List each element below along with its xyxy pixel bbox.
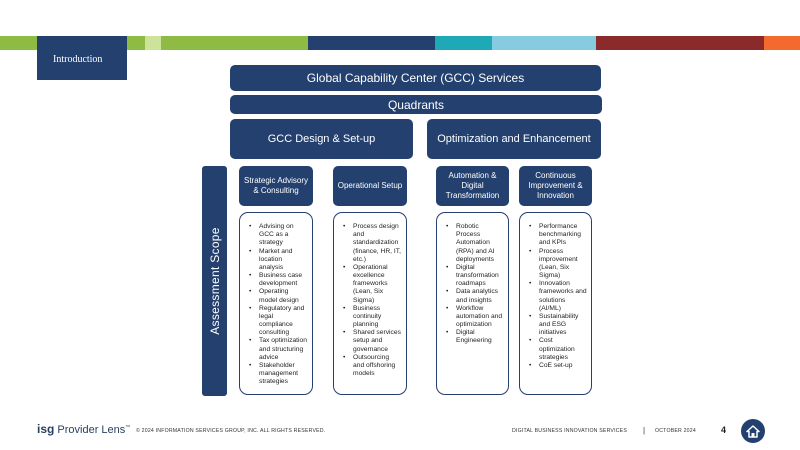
page-number: 4 — [721, 425, 727, 435]
bullet-item: Robotic Process Automation (RPA) and AI … — [446, 223, 504, 264]
footer-separator: | — [643, 426, 646, 435]
bullet-item: Shared services setup and governance — [343, 329, 402, 354]
quadrant-detail-strategic: Advising on GCC as a strategyMarket and … — [239, 212, 313, 395]
bullet-item: Operational excellence frameworks (Lean,… — [343, 264, 402, 305]
group-optimization: Optimization and Enhancement — [427, 119, 601, 159]
assessment-scope-bar: Assessment Scope — [202, 166, 227, 396]
bullet-item: Process design and standardization (fina… — [343, 223, 402, 264]
assessment-scope-label: Assessment Scope — [207, 227, 222, 335]
bullet-item: Workflow automation and optimization — [446, 305, 504, 330]
home-icon — [746, 424, 760, 438]
color-stripe — [0, 36, 800, 50]
group-design-setup: GCC Design & Set-up — [230, 119, 413, 159]
bullet-item: CoE set-up — [529, 362, 587, 370]
isg-logo: isg Provider Lens™ — [37, 422, 131, 436]
quadrant-header-strategic: Strategic Advisory & Consulting — [239, 166, 313, 206]
bullet-item: Innovation frameworks and solutions (AI/… — [529, 280, 587, 313]
quadrant-header-operational: Operational Setup — [333, 166, 407, 206]
bullet-item: Digital Engineering — [446, 329, 504, 345]
bullet-item: Market and location analysis — [249, 248, 308, 273]
footer-date: OCTOBER 2024 — [655, 428, 696, 434]
bullet-item: Advising on GCC as a strategy — [249, 223, 308, 248]
quadrant-header-automation: Automation & Digital Transformation — [436, 166, 509, 206]
quadrants-bar: Quadrants — [230, 95, 602, 114]
bullet-item: Process improvement (Lean, Six Sigma) — [529, 248, 587, 281]
quadrant-detail-operational: Process design and standardization (fina… — [333, 212, 407, 395]
bullet-item: Outsourcing and offshoring models — [343, 354, 402, 379]
footer-series: DIGITAL BUSINESS INNOVATION SERVICES — [512, 428, 628, 434]
diagram-title: Global Capability Center (GCC) Services — [230, 65, 601, 91]
quadrant-detail-automation: Robotic Process Automation (RPA) and AI … — [436, 212, 509, 395]
footer-copyright: © 2024 INFORMATION SERVICES GROUP, INC. … — [136, 428, 326, 434]
bullet-item: Business case development — [249, 272, 308, 288]
bullet-item: Performance benchmarking and KPIs — [529, 223, 587, 248]
bullet-item: Cost optimization strategies — [529, 337, 587, 362]
bullet-item: Tax optimization and structuring advice — [249, 337, 308, 362]
bullet-item: Digital transformation roadmaps — [446, 264, 504, 289]
bullet-item: Operating model design — [249, 288, 308, 304]
bullet-item: Sustainability and ESG initiatives — [529, 313, 587, 338]
quadrant-detail-improvement: Performance benchmarking and KPIsProcess… — [519, 212, 592, 395]
home-button[interactable] — [741, 419, 765, 443]
bullet-item: Data analytics and insights — [446, 288, 504, 304]
quadrant-header-improvement: Continuous Improvement & Innovation — [519, 166, 592, 206]
bullet-item: Regulatory and legal compliance consulti… — [249, 305, 308, 338]
bullet-item: Stakeholder management strategies — [249, 362, 308, 387]
bullet-item: Business continuity planning — [343, 305, 402, 330]
section-tab-label: Introduction — [53, 54, 103, 65]
section-tab[interactable]: Introduction — [37, 36, 127, 80]
